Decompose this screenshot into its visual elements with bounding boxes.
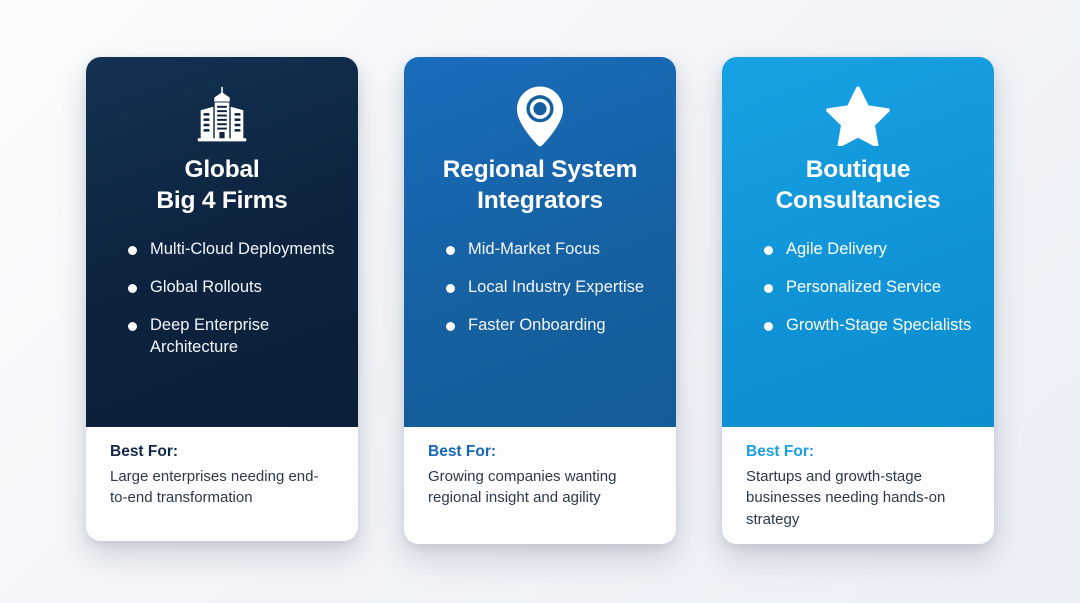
feature-label: Global Rollouts: [150, 277, 262, 296]
card-header-panel: Global Big 4 Firms Multi-Cloud Deploymen…: [86, 57, 358, 427]
bullet-icon: [128, 245, 137, 255]
best-for-label: Best For:: [110, 443, 179, 460]
bullet-icon: [764, 321, 773, 331]
card-footer: Best For: Large enterprises needing end-…: [86, 427, 358, 541]
list-item: Multi-Cloud Deployments: [128, 239, 336, 261]
card-header-panel: Boutique Consultancies Agile Delivery Pe…: [722, 57, 994, 427]
list-item: Deep Enterprise Architecture: [128, 315, 336, 359]
list-item: Personalized Service: [764, 277, 972, 299]
card-regional-system-integrators[interactable]: Regional System Integrators Mid-Market F…: [404, 57, 676, 544]
feature-list: Mid-Market Focus Local Industry Expertis…: [426, 239, 654, 353]
feature-label: Multi-Cloud Deployments: [150, 239, 335, 258]
feature-label: Personalized Service: [786, 277, 941, 296]
feature-label: Local Industry Expertise: [468, 277, 645, 296]
best-for-label: Best For:: [746, 443, 815, 460]
bullet-icon: [128, 321, 137, 331]
list-item: Global Rollouts: [128, 277, 336, 299]
best-for-label: Best For:: [428, 443, 497, 460]
card-title-line-2: Integrators: [477, 186, 603, 214]
feature-label: Agile Delivery: [786, 239, 887, 258]
bullet-icon: [128, 283, 137, 293]
office-building-icon: [191, 83, 253, 149]
best-for-text: Startups and growth-stage businesses nee…: [746, 468, 946, 528]
list-item: Local Industry Expertise: [446, 277, 654, 299]
bullet-icon: [764, 283, 773, 293]
feature-list: Agile Delivery Personalized Service Grow…: [744, 239, 972, 353]
card-title: Regional System Integrators: [442, 155, 638, 217]
feature-label: Faster Onboarding: [468, 315, 606, 334]
feature-label: Growth-Stage Specialists: [786, 315, 972, 334]
card-footer: Best For: Growing companies wanting regi…: [404, 427, 676, 544]
bullet-icon: [446, 245, 455, 255]
best-for-text: Growing companies wanting regional insig…: [428, 468, 617, 507]
card-boutique-consultancies[interactable]: Boutique Consultancies Agile Delivery Pe…: [722, 57, 994, 544]
card-title-line-2: Consultancies: [775, 186, 941, 214]
map-pin-icon: [513, 83, 567, 149]
bullet-icon: [446, 321, 455, 331]
list-item: Mid-Market Focus: [446, 239, 654, 261]
card-title-line-1: Boutique: [805, 156, 911, 183]
card-title-line-1: Global: [184, 156, 260, 183]
card-global-big-4-firms[interactable]: Global Big 4 Firms Multi-Cloud Deploymen…: [86, 57, 358, 541]
card-title: Global Big 4 Firms: [156, 155, 287, 217]
card-title-line-1: Regional System: [442, 156, 638, 183]
card-header-panel: Regional System Integrators Mid-Market F…: [404, 57, 676, 427]
bullet-icon: [764, 245, 773, 255]
card-title-line-2: Big 4 Firms: [156, 186, 288, 214]
card-title: Boutique Consultancies: [776, 155, 941, 217]
feature-label: Deep Enterprise Architecture: [150, 315, 270, 356]
list-item: Faster Onboarding: [446, 315, 654, 337]
best-for-text: Large enterprises needing end-to-end tra…: [110, 468, 319, 507]
card-footer: Best For: Startups and growth-stage busi…: [722, 427, 994, 544]
feature-label: Mid-Market Focus: [468, 239, 601, 258]
feature-list: Multi-Cloud Deployments Global Rollouts …: [108, 239, 336, 375]
bullet-icon: [446, 283, 455, 293]
list-item: Growth-Stage Specialists: [764, 315, 972, 337]
star-icon: [826, 83, 890, 149]
list-item: Agile Delivery: [764, 239, 972, 261]
